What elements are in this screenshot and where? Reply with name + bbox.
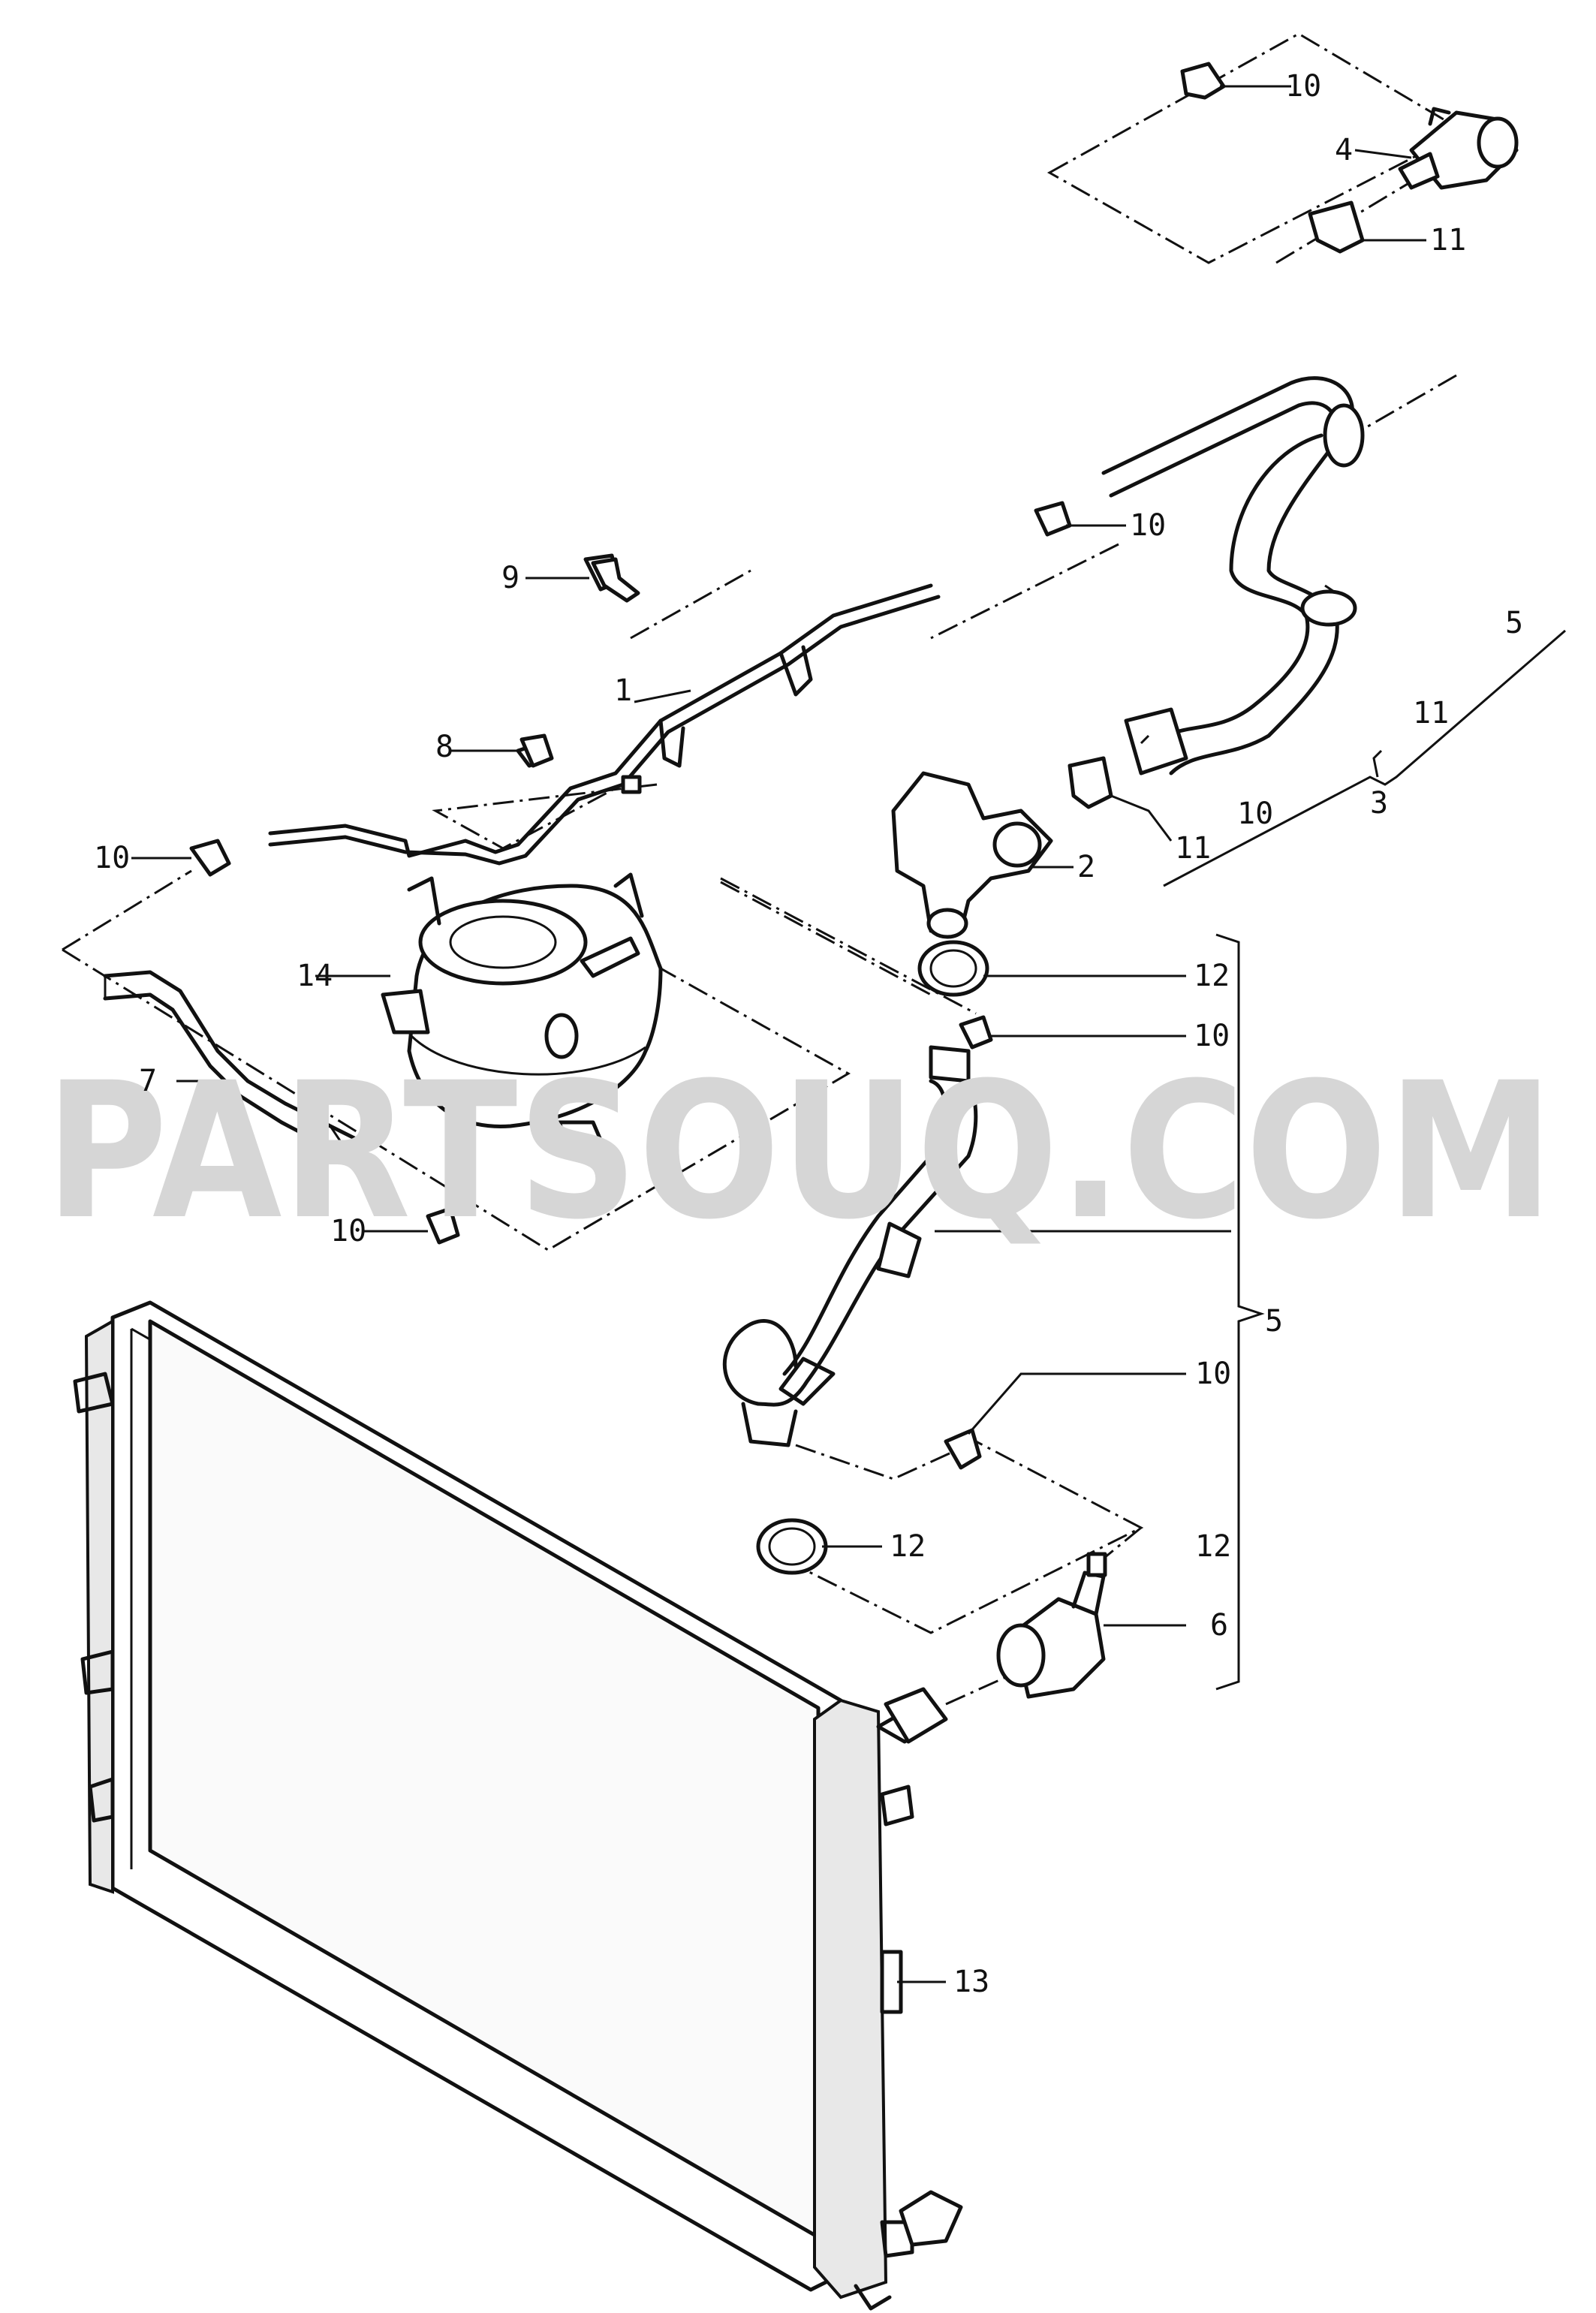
- callout-10: 10: [1130, 508, 1166, 543]
- callout-labels: 10 4 11 10 9 5 11 1 8 10 3 11 2 10 12 14…: [94, 69, 1523, 1999]
- coolant-pipe: [268, 583, 941, 866]
- small-hose: [103, 970, 363, 1162]
- callout-10: 10: [1195, 1357, 1231, 1391]
- radiator: [73, 1300, 963, 2311]
- callout-13: 13: [953, 1965, 989, 1999]
- callout-6: 6: [1210, 1608, 1228, 1643]
- callout-11: 11: [1175, 831, 1211, 866]
- callout-12: 12: [1195, 1529, 1231, 1564]
- callout-4: 3: [1370, 786, 1388, 821]
- callout-2: 5: [1265, 1304, 1283, 1339]
- coolant-connector: [996, 1552, 1107, 1699]
- callout-3: 2: [1077, 850, 1095, 884]
- callout-10: 10: [1285, 69, 1321, 104]
- callout-12: 12: [890, 1529, 926, 1564]
- callout-5: 4: [1335, 133, 1353, 167]
- thermostat-housing: [891, 771, 1053, 939]
- watermark: PARTSOUQ.COM: [45, 1042, 1554, 1260]
- callout-14: 14: [297, 959, 333, 993]
- callout-11: 11: [1430, 223, 1466, 258]
- lower-hose: [722, 1045, 978, 1447]
- callout-10: 10: [94, 841, 130, 875]
- leader-lines: [131, 85, 1426, 1983]
- callout-9: 9: [501, 561, 519, 595]
- callout-5: 5: [1505, 606, 1523, 640]
- upper-hose: [1101, 376, 1365, 776]
- callout-8: 8: [435, 730, 453, 764]
- bolt-and-grommet: [519, 557, 640, 768]
- clips: [189, 62, 1365, 1575]
- callout-12: 12: [1194, 959, 1230, 993]
- callout-10: 10: [1237, 797, 1273, 831]
- callout-7: 7: [139, 1064, 157, 1098]
- callout-10: 10: [1194, 1019, 1230, 1053]
- expansion-tank: [381, 872, 663, 1155]
- group-brackets: [935, 629, 1566, 1691]
- callout-10: 10: [330, 1214, 366, 1248]
- callout-11: 11: [1413, 696, 1449, 730]
- callout-1: 1: [614, 673, 632, 708]
- valve: [1398, 107, 1519, 190]
